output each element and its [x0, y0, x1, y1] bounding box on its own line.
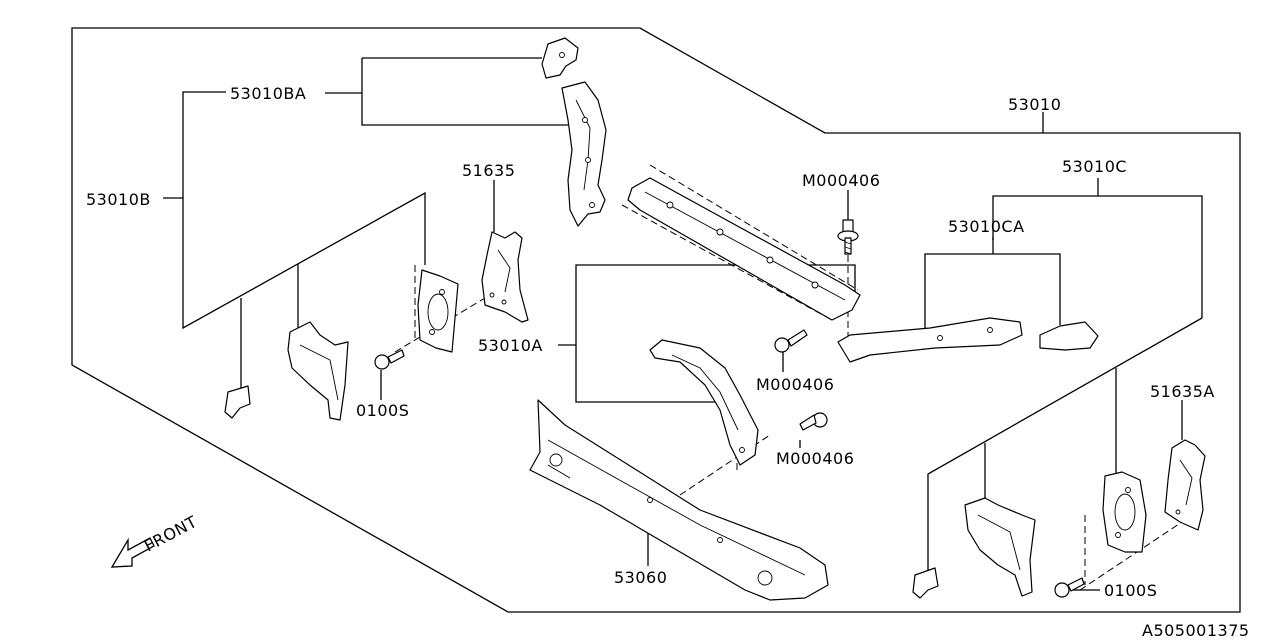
label-bolt-m-low: M000406 [776, 449, 854, 468]
left-small-clip [224, 385, 251, 419]
right-side-plate [1164, 439, 1206, 531]
left-vertical-support [561, 81, 607, 227]
label-53010BA: 53010BA [230, 84, 306, 103]
upper-cross-member [627, 177, 861, 321]
label-53010A: 53010A [478, 336, 543, 355]
label-53010C: 53010C [1062, 157, 1127, 176]
label-51635A: 51635A [1150, 382, 1215, 401]
upper-small-bracket [541, 37, 579, 79]
leader-lines [163, 57, 1203, 591]
right-small-piece [1039, 321, 1099, 351]
left-side-plate [481, 231, 529, 323]
bolt-left-0100s [374, 349, 405, 370]
left-box-bracket [417, 269, 459, 353]
bolt-top [837, 219, 859, 255]
right-curved-bracket [964, 497, 1036, 597]
label-bolt-0100s-right: 0100S [1104, 581, 1157, 600]
label-53060: 53060 [614, 568, 667, 587]
label-53010: 53010 [1008, 95, 1061, 114]
bolt-mid [774, 329, 808, 353]
doc-code: A505001375 [1142, 621, 1250, 640]
left-curved-bracket [287, 321, 349, 421]
bolt-right-0100s [1054, 577, 1085, 598]
label-bolt-0100s-left: 0100S [356, 401, 409, 420]
label-53010B: 53010B [86, 190, 151, 209]
label-51635: 51635 [462, 161, 515, 180]
front-arrow-icon [110, 537, 155, 568]
right-box-bracket [1102, 471, 1147, 553]
label-53010CA: 53010CA [948, 217, 1025, 236]
bolt-low [799, 412, 828, 431]
assembly-frame [71, 27, 1241, 613]
front-label: FRONT [141, 512, 200, 556]
center-brace [649, 339, 759, 466]
right-small-clip [912, 567, 939, 599]
right-upper-arm [837, 317, 1023, 363]
lower-cross-member [529, 399, 829, 601]
label-bolt-m-mid: M000406 [756, 375, 834, 394]
label-bolt-m-top: M000406 [802, 171, 880, 190]
